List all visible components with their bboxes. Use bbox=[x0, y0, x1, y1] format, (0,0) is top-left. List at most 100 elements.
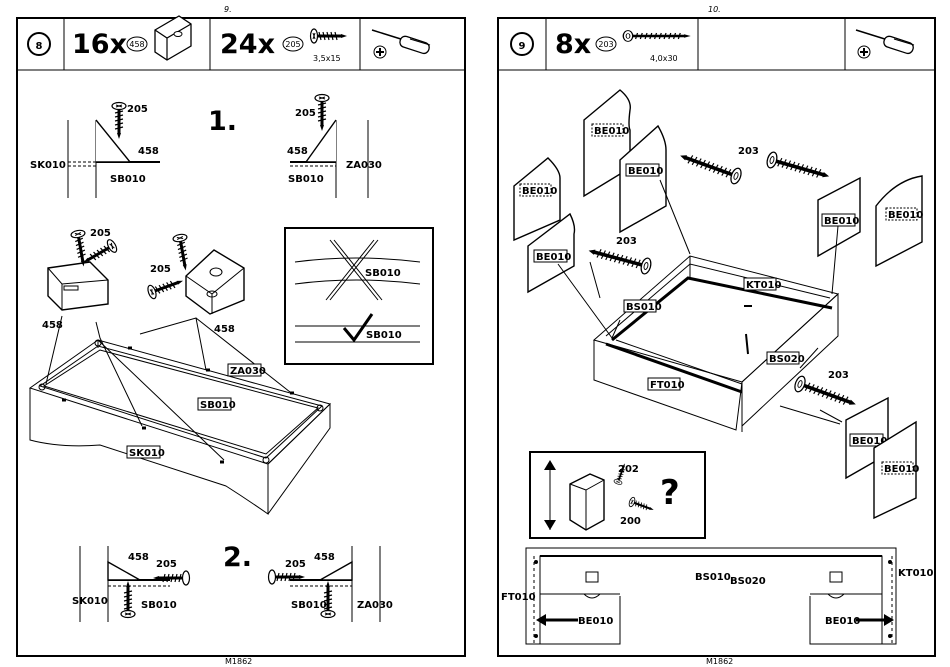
side-panel-be010: BE010 bbox=[875, 175, 923, 268]
phillips-bit-icon bbox=[373, 45, 387, 59]
svg-text:BS010: BS010 bbox=[695, 572, 731, 583]
drawer-box-drawing: KT010 BS010 BS020 FT010 bbox=[557, 179, 843, 432]
svg-text:200: 200 bbox=[620, 516, 641, 527]
step-number-badge: 8 bbox=[27, 32, 51, 56]
svg-text:BE010: BE010 bbox=[824, 216, 859, 227]
substep-number: 1. bbox=[208, 106, 237, 137]
svg-text:458: 458 bbox=[138, 146, 159, 157]
svg-text:BE010: BE010 bbox=[594, 126, 629, 137]
detail-sk010-sb010: 205 458 SK010 SB010 bbox=[30, 101, 160, 198]
part-qty: 8x bbox=[555, 29, 591, 60]
svg-text:8: 8 bbox=[36, 41, 43, 52]
svg-text:BS020: BS020 bbox=[730, 576, 766, 587]
svg-text:BS020: BS020 bbox=[769, 354, 805, 365]
orientation-warning-box: SB010 SB010 bbox=[284, 227, 434, 365]
svg-text:458: 458 bbox=[128, 552, 149, 563]
right-page: 10. 9 8x 203 4,0x30 BE010 BE010 bbox=[497, 5, 936, 666]
svg-text:203: 203 bbox=[616, 236, 637, 247]
long-screw bbox=[675, 146, 745, 187]
svg-text:458: 458 bbox=[314, 552, 335, 563]
phillips-bit-icon bbox=[857, 45, 871, 59]
svg-text:BE010: BE010 bbox=[578, 616, 613, 627]
svg-text:SB010: SB010 bbox=[141, 600, 177, 611]
long-screw bbox=[763, 149, 834, 186]
svg-text:458: 458 bbox=[287, 146, 308, 157]
page-number: 10. bbox=[708, 5, 721, 14]
svg-text:BS010: BS010 bbox=[626, 302, 662, 313]
side-panel-be010: BE010 bbox=[873, 420, 919, 520]
screw-size: 4,0x30 bbox=[650, 54, 678, 63]
svg-text:203: 203 bbox=[598, 40, 613, 49]
part-id-badge: 458 bbox=[126, 36, 148, 52]
hardware-help-box: 202 200 ? bbox=[529, 451, 706, 539]
svg-text:SB010: SB010 bbox=[110, 174, 146, 185]
drawer-frame-drawing: ZA030 SB010 SK010 bbox=[28, 315, 331, 515]
svg-text:SB010: SB010 bbox=[366, 330, 402, 341]
side-panel-be010: BE010 bbox=[619, 124, 667, 234]
page-frame bbox=[497, 17, 936, 657]
page-number: 9. bbox=[224, 5, 232, 14]
side-panel-be010: BE010 bbox=[513, 157, 561, 242]
footer-code: M1862 bbox=[706, 657, 733, 666]
detail-sk010-sb010-bottom: 458 205 SK010 SB010 bbox=[72, 546, 191, 622]
bottom-cross-section: BE010 BE010 BS010 BS020 FT010 KT010 bbox=[501, 547, 933, 645]
svg-text:203: 203 bbox=[828, 370, 849, 381]
svg-text:ZA030: ZA030 bbox=[346, 160, 382, 171]
svg-text:SK010: SK010 bbox=[72, 596, 108, 607]
side-panel-be010: BE010 bbox=[583, 89, 631, 198]
svg-text:KT010: KT010 bbox=[746, 280, 781, 291]
svg-text:9: 9 bbox=[519, 41, 526, 52]
question-mark-icon: ? bbox=[660, 473, 680, 513]
svg-text:ZA030: ZA030 bbox=[230, 366, 266, 377]
svg-text:458: 458 bbox=[214, 324, 235, 335]
svg-text:BE010: BE010 bbox=[825, 616, 860, 627]
part-id-badge: 205 bbox=[282, 36, 304, 52]
svg-text:BE010: BE010 bbox=[536, 252, 571, 263]
detail-sb010-za030: 205 458 SB010 ZA030 bbox=[287, 93, 382, 198]
svg-text:SB010: SB010 bbox=[288, 174, 324, 185]
svg-text:205: 205 bbox=[285, 559, 306, 570]
screw-size: 3,5x15 bbox=[313, 54, 341, 63]
svg-text:BE010: BE010 bbox=[852, 436, 887, 447]
svg-text:BE010: BE010 bbox=[884, 464, 919, 475]
svg-text:ZA030: ZA030 bbox=[357, 600, 393, 611]
step-number-badge: 9 bbox=[510, 32, 534, 56]
svg-text:203: 203 bbox=[738, 146, 759, 157]
bracket-exploded-left: 205 458 bbox=[42, 227, 121, 331]
footer-code: M1862 bbox=[225, 657, 252, 666]
part-qty: 24x bbox=[220, 29, 275, 60]
long-screw bbox=[584, 241, 655, 277]
left-page: 9. 8 16x 458 24x 205 3,5x15 1. bbox=[16, 5, 466, 666]
substep-number: 2. bbox=[223, 542, 252, 573]
svg-text:SK010: SK010 bbox=[129, 448, 165, 459]
svg-text:205: 205 bbox=[156, 559, 177, 570]
svg-text:458: 458 bbox=[42, 320, 63, 331]
svg-text:KT010: KT010 bbox=[898, 568, 933, 579]
side-panel-be010: BE010 bbox=[527, 212, 576, 294]
svg-text:BE010: BE010 bbox=[522, 186, 557, 197]
bracket-exploded-right: 205 458 bbox=[144, 231, 245, 335]
svg-text:FT010: FT010 bbox=[650, 380, 685, 391]
corner-bracket-icon bbox=[154, 15, 192, 61]
svg-text:SB010: SB010 bbox=[200, 400, 236, 411]
svg-text:SB010: SB010 bbox=[291, 600, 327, 611]
long-screw-icon bbox=[621, 28, 693, 44]
svg-text:458: 458 bbox=[129, 40, 144, 49]
svg-text:205: 205 bbox=[295, 108, 316, 119]
side-panel-be010: BE010 bbox=[817, 176, 861, 258]
svg-text:205: 205 bbox=[90, 228, 111, 239]
svg-text:SB010: SB010 bbox=[365, 268, 401, 279]
svg-text:BE010: BE010 bbox=[888, 210, 923, 221]
page-frame bbox=[16, 17, 466, 657]
svg-text:BE010: BE010 bbox=[628, 166, 663, 177]
part-id-badge: 203 bbox=[595, 36, 617, 52]
svg-text:202: 202 bbox=[618, 464, 639, 475]
svg-text:SK010: SK010 bbox=[30, 160, 66, 171]
detail-sb010-za030-bottom: 205 458 SB010 ZA030 bbox=[267, 546, 393, 622]
svg-text:205: 205 bbox=[150, 264, 171, 275]
svg-text:205: 205 bbox=[285, 40, 300, 49]
svg-text:FT010: FT010 bbox=[501, 592, 536, 603]
screw-icon bbox=[309, 27, 349, 45]
svg-text:205: 205 bbox=[127, 104, 148, 115]
